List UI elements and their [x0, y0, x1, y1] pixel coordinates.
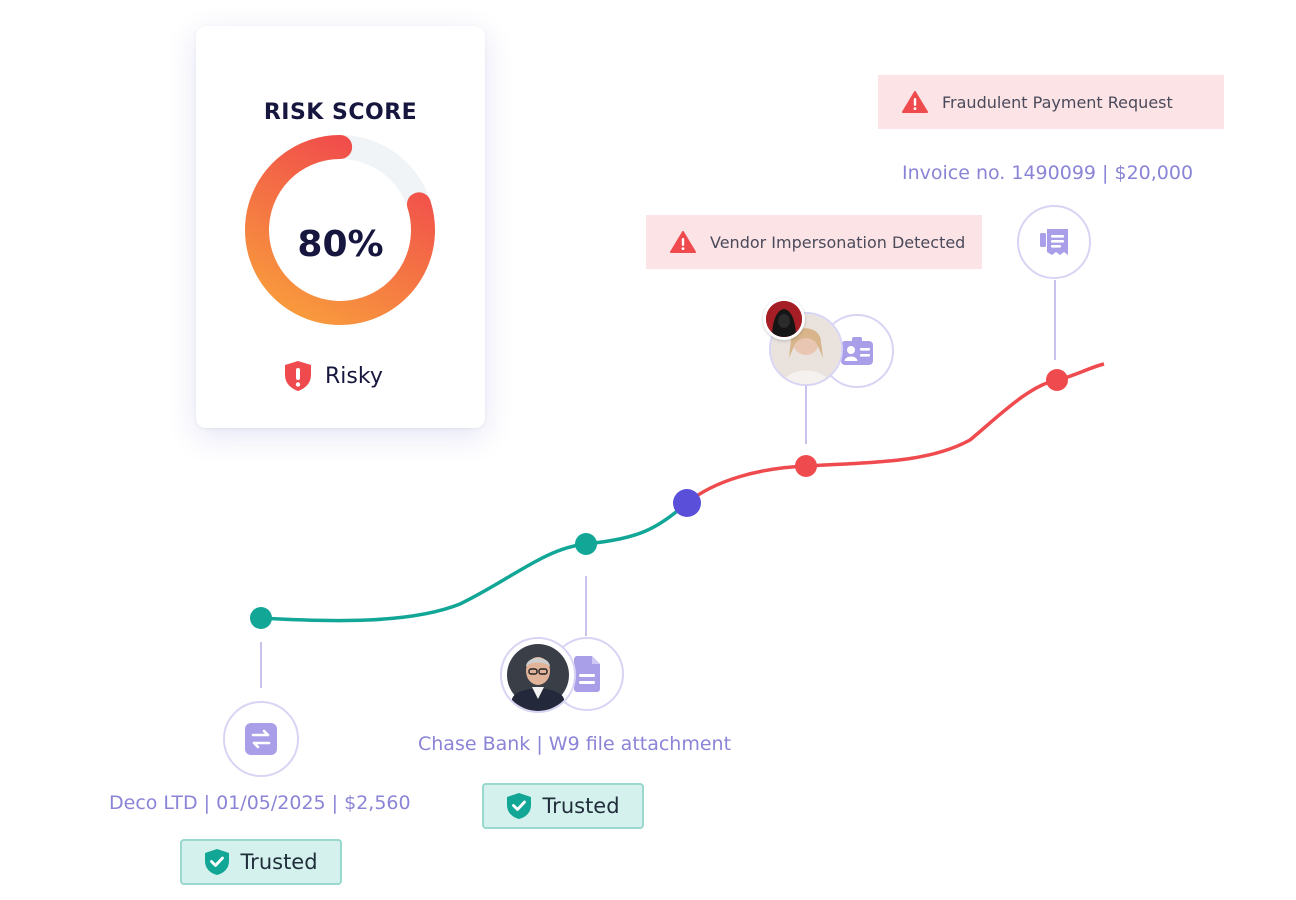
id-card-icon — [841, 337, 873, 365]
caption-invoice: Invoice no. 1490099 | $20,000 — [902, 162, 1194, 184]
man-avatar-image — [502, 639, 574, 711]
alert-fraudulent-payment: Fraudulent Payment Request — [878, 75, 1224, 129]
shield-exclamation-icon — [285, 361, 311, 391]
timeline-dot-impersonation[interactable] — [795, 455, 817, 477]
alert-label: Vendor Impersonation Detected — [710, 232, 966, 252]
caption-chase-bank: Chase Bank | W9 file attachment — [418, 733, 732, 755]
hacker-avatar[interactable] — [763, 298, 805, 340]
trusted-badge-chase: Trusted — [482, 783, 644, 829]
badge-label: Trusted — [542, 794, 620, 818]
caption-deco-ltd: Deco LTD | 01/05/2025 | $2,560 — [109, 792, 411, 814]
invoice-node[interactable] — [1017, 205, 1091, 279]
gauge-arc — [245, 135, 435, 325]
trusted-path — [260, 501, 689, 623]
receipt-icon — [1040, 229, 1068, 255]
risk-score-card: RISK SCORE 80% — [196, 26, 485, 428]
shield-check-icon — [205, 849, 230, 875]
timeline-dot-deco[interactable] — [250, 607, 272, 629]
risk-status-label: Risky — [325, 363, 383, 389]
warning-triangle-icon — [670, 231, 696, 253]
warning-triangle-icon — [902, 91, 928, 113]
document-icon — [574, 656, 600, 692]
risk-score-value: 80% — [297, 224, 384, 265]
hacker-icon — [766, 301, 802, 337]
risk-status: Risky — [283, 360, 383, 392]
timeline-dot-current[interactable] — [673, 489, 701, 517]
badge-label: Trusted — [240, 850, 318, 874]
timeline-dot-invoice[interactable] — [1046, 369, 1068, 391]
shield-check-icon — [507, 793, 532, 819]
risk-score-title: RISK SCORE — [263, 100, 418, 125]
transfer-node[interactable] — [223, 701, 299, 777]
transfer-arrows-icon — [245, 723, 277, 755]
risk-score-gauge — [245, 135, 435, 325]
alert-label: Fraudulent Payment Request — [942, 92, 1173, 112]
risky-path — [685, 362, 1105, 505]
person-avatar[interactable] — [769, 312, 843, 386]
person-avatar-image — [771, 314, 841, 384]
trusted-badge-deco: Trusted — [180, 839, 342, 885]
alert-vendor-impersonation: Vendor Impersonation Detected — [646, 215, 982, 269]
timeline-dot-chase[interactable] — [575, 533, 597, 555]
person-avatar[interactable] — [500, 637, 576, 713]
